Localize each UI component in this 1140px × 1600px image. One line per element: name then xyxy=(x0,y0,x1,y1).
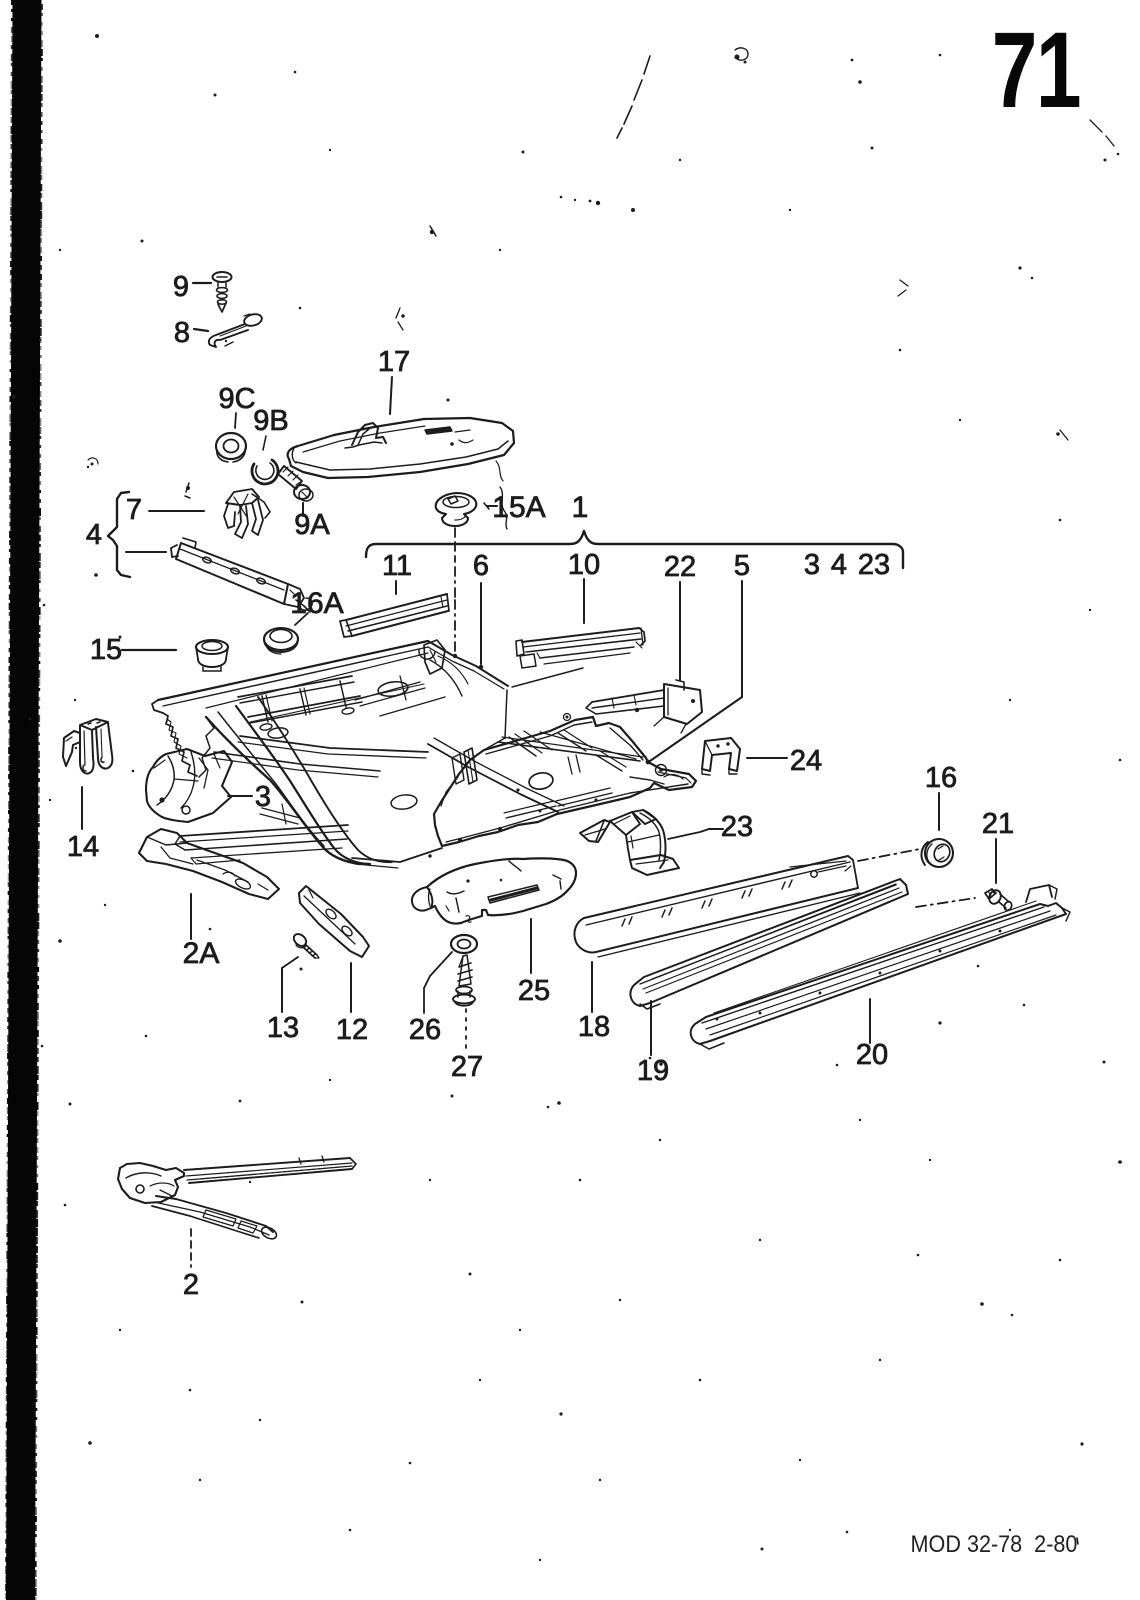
svg-text:25: 25 xyxy=(518,975,550,1007)
svg-text:10: 10 xyxy=(568,549,600,581)
svg-text:9A: 9A xyxy=(294,509,330,541)
svg-text:15: 15 xyxy=(90,634,122,666)
svg-text:71: 71 xyxy=(992,10,1080,130)
svg-text:2A: 2A xyxy=(183,937,220,970)
svg-text:20: 20 xyxy=(856,1039,888,1071)
svg-text:12: 12 xyxy=(336,1014,368,1046)
svg-text:3: 3 xyxy=(804,549,820,581)
svg-text:5: 5 xyxy=(734,550,750,582)
svg-text:MOD 32-78 2-80: MOD 32-78 2-80 xyxy=(911,1530,1078,1557)
svg-text:16A: 16A xyxy=(290,587,343,620)
svg-text:8: 8 xyxy=(174,317,190,349)
svg-text:7: 7 xyxy=(126,494,142,526)
svg-text:26: 26 xyxy=(409,1014,441,1046)
svg-text:3: 3 xyxy=(255,781,271,813)
svg-text:24: 24 xyxy=(790,745,822,777)
svg-text:4: 4 xyxy=(831,549,847,581)
svg-text:13: 13 xyxy=(267,1012,299,1044)
svg-text:21: 21 xyxy=(982,808,1014,840)
svg-text:27: 27 xyxy=(451,1051,483,1083)
svg-text:9: 9 xyxy=(173,271,189,303)
svg-text:23: 23 xyxy=(721,811,753,843)
svg-text:6: 6 xyxy=(473,550,489,582)
svg-text:14: 14 xyxy=(67,831,99,863)
svg-text:23: 23 xyxy=(858,549,890,581)
svg-text:2: 2 xyxy=(183,1269,199,1301)
svg-text:18: 18 xyxy=(578,1011,610,1043)
svg-text:22: 22 xyxy=(664,551,696,583)
svg-text:9B: 9B xyxy=(253,405,288,437)
svg-text:1: 1 xyxy=(572,491,589,524)
svg-text:15A: 15A xyxy=(492,491,545,524)
svg-text:9C: 9C xyxy=(218,383,255,415)
svg-text:4: 4 xyxy=(86,519,102,551)
svg-text:19: 19 xyxy=(637,1055,669,1087)
svg-text:16: 16 xyxy=(925,762,957,794)
svg-text:17: 17 xyxy=(378,346,410,378)
svg-text:11: 11 xyxy=(382,550,412,582)
